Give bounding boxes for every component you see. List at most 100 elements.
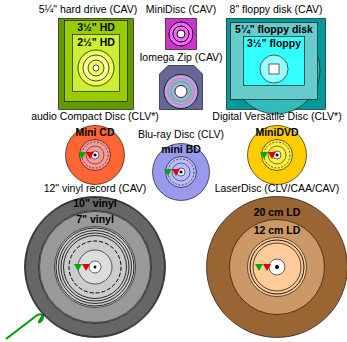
size-label: MiniDVD <box>255 126 298 138</box>
disc-label: 8" floppy disk (CAV) <box>230 3 323 15</box>
body <box>231 23 318 100</box>
floppy-8in: 8" floppy disk (CAV)5¼" floppy disk3½" f… <box>226 18 326 110</box>
red-marker <box>82 264 90 271</box>
ring <box>86 146 104 164</box>
mini-cd-outline <box>79 139 111 171</box>
ring <box>40 212 151 323</box>
red-marker <box>86 152 94 159</box>
red-marker <box>172 169 180 176</box>
body <box>66 126 125 185</box>
disc-label: LaserDisc (CLV/CAA/CAV) <box>215 182 339 194</box>
floppy-5in: 5¼" floppy disk 3½" floppy <box>230 22 318 100</box>
body <box>230 220 325 315</box>
body <box>55 227 136 308</box>
ring <box>83 55 109 81</box>
zip-disk-outline <box>159 65 203 110</box>
compact-disc: audio Compact Disc (CLV*)Mini CD <box>65 125 125 185</box>
ring <box>82 142 108 168</box>
size-label: 5¼" floppy disk <box>235 23 313 35</box>
size-label: 2½" HD <box>77 36 115 48</box>
ring <box>56 228 134 306</box>
ring <box>276 154 279 157</box>
ring <box>172 163 190 181</box>
ring <box>94 266 97 269</box>
ring <box>264 142 290 168</box>
body <box>207 197 347 338</box>
disc-label: 5¼" hard drive (CAV) <box>39 3 138 15</box>
body <box>39 211 152 324</box>
ring <box>88 60 104 76</box>
mini-bd: mini BD <box>165 156 197 188</box>
hard-drive-3in: 3½" HD 2½" HD <box>64 20 128 102</box>
ring <box>253 243 301 291</box>
ring <box>59 231 132 304</box>
hard-drive-5in: 5¼" hard drive (CAV)3½" HD2½" HD <box>58 18 134 110</box>
ring <box>78 250 112 284</box>
disc-label: Digital Versatile Disc (CLV*) <box>212 110 341 122</box>
hard-drive-2in: 2½" HD <box>72 34 120 92</box>
ring <box>171 82 191 102</box>
ring <box>64 236 127 299</box>
body <box>166 19 197 50</box>
disc-label: Blu-ray Disc (CLV) <box>138 128 224 140</box>
ring <box>164 75 198 109</box>
size-label: 7" vinyl <box>76 213 114 225</box>
ring <box>61 233 129 301</box>
ring <box>268 146 286 164</box>
red-marker <box>263 264 271 271</box>
ring <box>168 79 194 105</box>
mini-cd: Mini CD <box>79 139 111 171</box>
ring <box>250 240 304 294</box>
ring <box>177 30 185 38</box>
green-marker <box>255 264 263 271</box>
body <box>73 35 120 92</box>
size-label: 20 cm LD <box>254 206 301 218</box>
vinyl-7in-outline <box>54 226 136 308</box>
ring <box>180 171 183 174</box>
body <box>227 19 326 110</box>
ring <box>89 261 101 273</box>
vinyl-7in: 7" vinyl <box>54 226 136 308</box>
ring <box>168 159 194 185</box>
ring <box>93 65 99 71</box>
mini-dvd-outline <box>261 139 293 171</box>
body <box>160 66 203 110</box>
mini-bd-outline <box>165 156 197 188</box>
ring <box>173 26 189 42</box>
body <box>65 21 128 102</box>
ring <box>169 22 193 46</box>
dvd-disc: Digital Versatile Disc (CLV*)MiniDVD <box>247 125 307 185</box>
ring <box>26 198 165 337</box>
ring <box>275 265 279 269</box>
body <box>25 197 166 338</box>
zip-disk: Iomega Zip (CAV) <box>159 65 203 110</box>
ring <box>78 50 114 86</box>
size-label: 3½" HD <box>77 21 115 33</box>
green-marker <box>164 169 172 176</box>
minidisc-outline <box>165 18 197 50</box>
ring <box>175 86 187 98</box>
laserdisc-12cm: 12 cm LD <box>247 237 307 297</box>
ring <box>94 154 97 157</box>
floppy-3in: 3½" floppy <box>243 36 305 86</box>
green-marker <box>78 152 86 159</box>
size-label: 10" vinyl <box>73 197 117 209</box>
blu-ray-disc: Blu-ray Disc (CLV)mini BD <box>152 143 210 201</box>
ring <box>69 241 121 293</box>
laserdisc-20cm: 20 cm LD12 cm LD <box>229 219 325 315</box>
laserdisc-12cm-outline <box>247 237 307 297</box>
disc-label: 12" vinyl record (CAV) <box>44 182 147 194</box>
disc-label: Iomega Zip (CAV) <box>139 51 222 63</box>
size-label: 12 cm LD <box>254 224 301 236</box>
body <box>248 126 307 185</box>
minidisc: MiniDisc (CAV) <box>165 18 197 50</box>
body <box>153 144 210 201</box>
ring <box>269 259 285 275</box>
green-marker <box>74 264 82 271</box>
body <box>59 19 134 110</box>
ring <box>260 55 288 83</box>
size-label: 3½" floppy <box>247 37 301 49</box>
size-label: mini BD <box>161 143 201 155</box>
body <box>248 238 307 297</box>
disc-label: audio Compact Disc (CLV*) <box>31 110 159 122</box>
